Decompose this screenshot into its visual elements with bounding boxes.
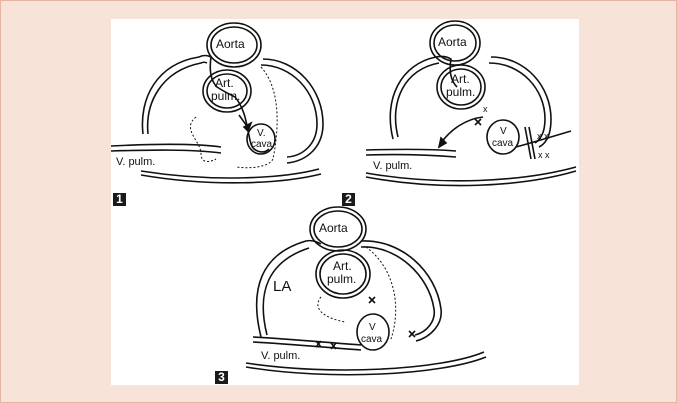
panel-3-vpulm-label: V. pulm. <box>261 350 300 362</box>
panel-1-pulmonary-vein <box>111 144 221 147</box>
panel-1-art-label: Art. <box>215 76 234 90</box>
panel-1-base-line-inner <box>141 169 319 178</box>
panel-1-vpulm-label: V. pulm. <box>116 156 155 168</box>
panel-3-aorta-label: Aorta <box>319 221 348 235</box>
panel-2-cava-label: cava <box>492 138 514 149</box>
panel-3-number: 3 <box>215 371 228 384</box>
panel-1-number: 1 <box>113 193 126 206</box>
panel-2-number: 2 <box>342 193 355 206</box>
panel-2-suture-mark <box>475 119 481 125</box>
panel-1-atrium-outline-inner <box>148 62 207 134</box>
panel-2-aorta-label: Aorta <box>438 35 467 49</box>
panel-1-pulm-label: pulm. <box>211 89 240 103</box>
panel-2-pulmonary-vein <box>366 149 456 151</box>
panel-2-atrium-outline-inner <box>396 63 439 137</box>
panel-3-art-label: Art. <box>333 259 352 273</box>
panel-3-dotted-path <box>318 297 346 322</box>
panel-3-pulm-label: pulm. <box>327 272 356 286</box>
panel-2-x-mark-2: x x <box>537 131 549 141</box>
surgical-diagram: Aorta Art. pulm. V. cava V. pulm. Aorta … <box>111 19 579 385</box>
panel-1-pulmonary-vein-lower <box>111 150 221 153</box>
panel-2-v-label: V <box>500 126 507 137</box>
panel-1-cava-label: cava <box>251 139 273 150</box>
panel-3-cava-label: cava <box>361 334 383 345</box>
panel-2-x-mark-3: x x <box>538 150 550 160</box>
panel-1-dotted-path <box>190 117 216 161</box>
panel-2-arrowhead <box>439 138 446 147</box>
panel-2-pulm-label: pulm. <box>446 85 475 99</box>
panel-3-pulmonary-vein <box>253 337 361 345</box>
panel-2-art-label: Art. <box>451 72 470 86</box>
panel-3-v-label: V <box>369 322 376 333</box>
panel-2-pulmonary-vein-lower <box>366 155 456 157</box>
panel-1-aorta-label: Aorta <box>216 37 245 51</box>
panel-1-atrium-outline <box>142 56 269 152</box>
panel-1-v-label: V. <box>257 128 266 139</box>
panel-2-x-mark-1: x <box>483 104 488 114</box>
panel-3-la-label: LA <box>273 278 291 295</box>
panel-2-vpulm-label: V. pulm. <box>373 160 412 172</box>
